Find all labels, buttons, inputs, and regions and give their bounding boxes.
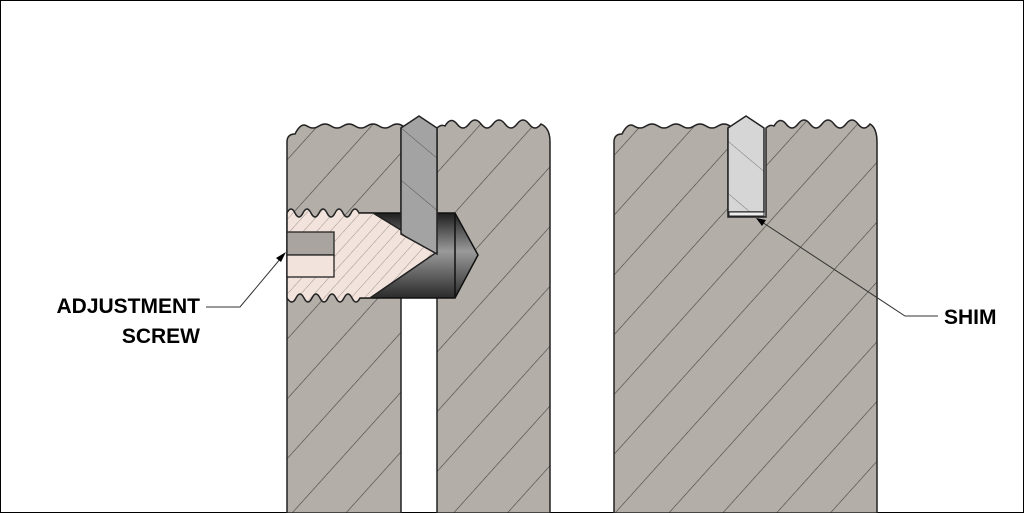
adjustment-screw-label-line2: SCREW [121, 325, 200, 348]
right-cutter-body [613, 119, 878, 513]
adjustment-screw-label: ADJUSTMENT SCREW [14, 294, 200, 350]
shim-part [728, 211, 765, 217]
screw-slot-upper [286, 231, 335, 256]
adjustment-screw-label-line1: ADJUSTMENT [56, 295, 200, 318]
right-blade [727, 115, 765, 213]
adjustment-screw-leader [206, 252, 286, 308]
left-blade [400, 115, 438, 256]
adjustment-screw [286, 208, 439, 303]
screw-slot-lower [286, 254, 335, 278]
shim-leader [756, 218, 938, 317]
shim-label: SHIM [944, 306, 997, 329]
